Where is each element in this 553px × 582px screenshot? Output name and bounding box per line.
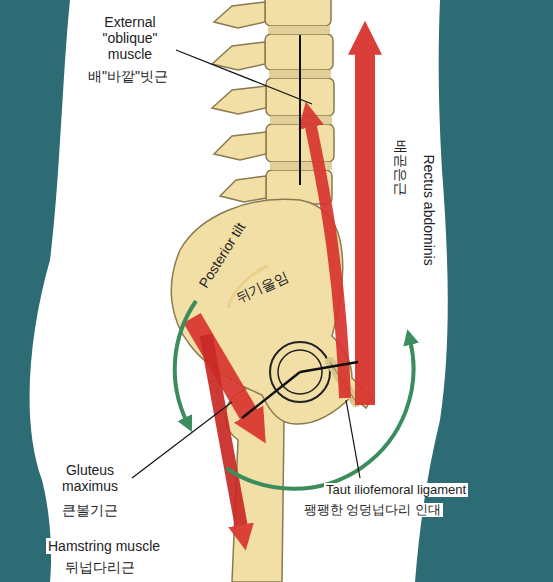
muscle-label: 배"바깥"빗근 bbox=[86, 68, 170, 84]
spinous-process bbox=[212, 86, 266, 114]
muscle-label: Rectus abdominis bbox=[420, 152, 436, 267]
spinous-process bbox=[214, 2, 265, 28]
rectus-arrow bbox=[355, 48, 375, 405]
ligament-label: 팽팽한 엉덩넙다리 인대 bbox=[302, 503, 443, 518]
muscle-label: Gluteus maximus bbox=[52, 462, 128, 494]
leader-line bbox=[132, 402, 232, 478]
leader-line bbox=[176, 50, 312, 104]
muscle-label: External "oblique" muscle bbox=[87, 14, 173, 62]
lever-arm bbox=[300, 362, 358, 372]
hamstring-arrow bbox=[206, 335, 242, 530]
ligament-label: Taut iliofemoral ligament bbox=[324, 483, 468, 498]
vertebra bbox=[265, 0, 331, 26]
spinous-process bbox=[212, 42, 265, 70]
rotation-arrow bbox=[226, 340, 414, 489]
muscle-label: 큰볼기근 bbox=[60, 502, 120, 518]
lever-arm bbox=[242, 372, 300, 418]
oblique-arrow bbox=[310, 122, 345, 398]
leader-line bbox=[346, 400, 360, 478]
rotation-arrow bbox=[175, 301, 196, 422]
disc bbox=[268, 26, 330, 34]
reference-line bbox=[299, 35, 301, 185]
muscle-label: 배곧은근 bbox=[393, 138, 409, 198]
muscle-label: 뒤넙다리근 bbox=[63, 559, 137, 575]
muscle-label: Hamstring muscle bbox=[46, 538, 162, 554]
spinous-process bbox=[220, 176, 266, 202]
spinous-process bbox=[214, 132, 266, 160]
